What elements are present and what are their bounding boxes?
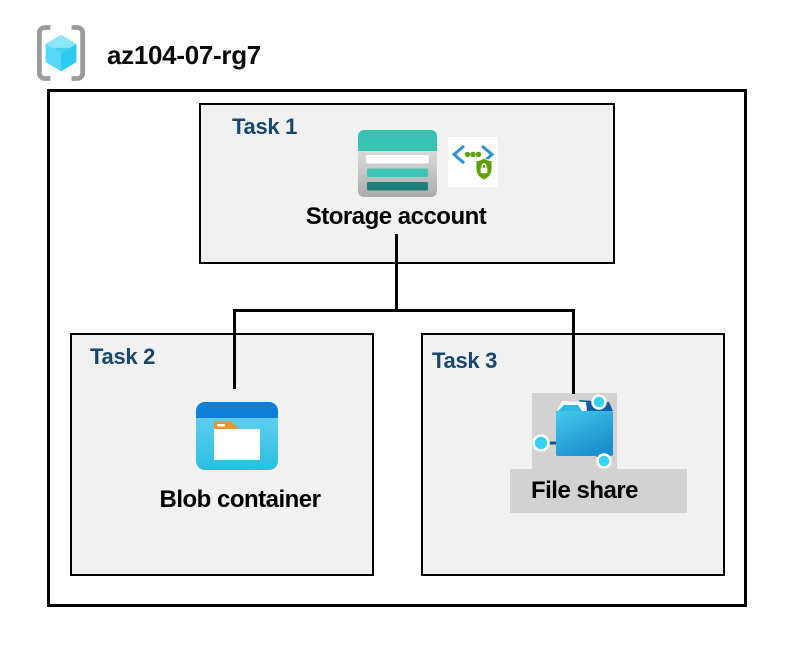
task1-box: Task 1: [199, 103, 615, 264]
blob-container-label: Blob container: [159, 486, 321, 513]
resource-group-name: az104-07-rg7: [107, 40, 261, 70]
resource-group-icon: [35, 24, 87, 82]
blob-container-icon: [196, 402, 278, 470]
task2-label: Task 2: [90, 344, 156, 369]
storage-account-icon: [358, 130, 437, 197]
file-share-label: File share: [510, 469, 687, 513]
connector-to-blob: [233, 309, 236, 389]
connector-to-fileshare: [572, 309, 575, 394]
storage-account-label: Storage account: [305, 203, 487, 230]
code-shield-lock-icon: [448, 137, 498, 187]
connector-horizontal: [233, 309, 575, 312]
task3-label: Task 3: [432, 348, 498, 373]
task1-label: Task 1: [232, 114, 298, 139]
task2-box: Task 2 Blob container: [70, 333, 374, 576]
file-share-icon: [529, 388, 621, 472]
connector-storage-stem: [395, 234, 398, 311]
